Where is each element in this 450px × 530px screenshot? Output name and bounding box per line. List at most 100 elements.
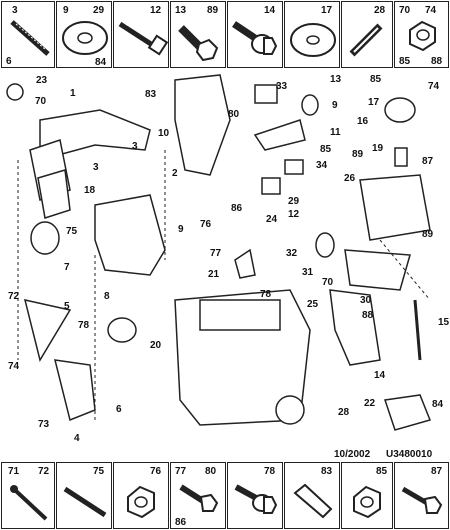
stud-icon bbox=[63, 486, 107, 518]
part-cell-83[interactable]: 83 bbox=[284, 462, 340, 529]
callout[interactable]: 11 bbox=[330, 127, 341, 138]
part-number: 13 bbox=[175, 5, 187, 16]
part-cell-76[interactable]: 76 bbox=[113, 462, 169, 529]
part-number: 14 bbox=[264, 5, 276, 16]
callout[interactable]: 2 bbox=[172, 168, 178, 179]
bolt-icon bbox=[118, 21, 169, 56]
part-number: 80 bbox=[205, 466, 217, 477]
callout[interactable]: 20 bbox=[150, 340, 162, 351]
part-number: 83 bbox=[321, 466, 333, 477]
callout[interactable]: 74 bbox=[8, 361, 20, 372]
part-cell-3-6[interactable]: 3 6 bbox=[1, 1, 55, 68]
callout[interactable]: 77 bbox=[210, 248, 222, 259]
part-number: 75 bbox=[93, 466, 105, 477]
callout[interactable]: 33 bbox=[276, 81, 288, 92]
part-cell-71-72[interactable]: 71 72 bbox=[1, 462, 55, 529]
part-number: 9 bbox=[63, 5, 69, 16]
callout[interactable]: 13 bbox=[330, 74, 342, 85]
callout[interactable]: 80 bbox=[228, 109, 240, 120]
callout[interactable]: 3 bbox=[132, 141, 138, 152]
callout[interactable]: 18 bbox=[84, 185, 96, 196]
callout[interactable]: 10 bbox=[158, 128, 170, 139]
part-number: 87 bbox=[431, 466, 443, 477]
callout[interactable]: 29 bbox=[288, 196, 300, 207]
callout[interactable]: 89 bbox=[352, 149, 364, 160]
callout[interactable]: 7 bbox=[64, 262, 70, 273]
part-cell-78[interactable]: 78 bbox=[227, 462, 283, 529]
callout[interactable]: 70 bbox=[35, 96, 47, 107]
callout[interactable]: 4 bbox=[74, 433, 80, 444]
part-cell-87[interactable]: 87 bbox=[394, 462, 449, 529]
callout[interactable]: 26 bbox=[344, 173, 356, 184]
part-cell-85[interactable]: 85 bbox=[341, 462, 393, 529]
nut-icon bbox=[409, 20, 436, 52]
callout[interactable]: 14 bbox=[374, 370, 386, 381]
part-cell-75[interactable]: 75 bbox=[56, 462, 112, 529]
part-number: 78 bbox=[264, 466, 276, 477]
callout[interactable]: 22 bbox=[364, 398, 376, 409]
callout[interactable]: 34 bbox=[316, 160, 328, 171]
part-number: 85 bbox=[399, 56, 411, 67]
callout[interactable]: 88 bbox=[362, 310, 374, 321]
part-cell-28[interactable]: 28 bbox=[341, 1, 393, 68]
part-number: 77 bbox=[175, 466, 187, 477]
part-cell-13-89[interactable]: 13 89 bbox=[170, 1, 226, 68]
callout[interactable]: 84 bbox=[432, 399, 444, 410]
callout[interactable]: 28 bbox=[338, 407, 350, 418]
callout[interactable]: 70 bbox=[322, 277, 334, 288]
callout[interactable]: 17 bbox=[368, 97, 380, 108]
screw-icon bbox=[10, 485, 48, 521]
callout[interactable]: 8 bbox=[104, 291, 110, 302]
callout[interactable]: 9 bbox=[332, 100, 338, 111]
part-number: 89 bbox=[207, 5, 219, 16]
callout[interactable]: 23 bbox=[36, 75, 48, 86]
callout[interactable]: 76 bbox=[200, 219, 212, 230]
callout[interactable]: 1 bbox=[70, 88, 76, 99]
part-cell-14[interactable]: 14 bbox=[227, 1, 283, 68]
part-number: 84 bbox=[95, 57, 107, 68]
callout[interactable]: 32 bbox=[286, 248, 298, 259]
callout[interactable]: 5 bbox=[64, 301, 70, 312]
callout[interactable]: 3 bbox=[93, 162, 99, 173]
callout[interactable]: 15 bbox=[438, 317, 450, 328]
callout[interactable]: 78 bbox=[260, 289, 272, 300]
callout[interactable]: 73 bbox=[38, 419, 50, 430]
part-number: 85 bbox=[376, 466, 388, 477]
part-number: 72 bbox=[38, 466, 50, 477]
callout[interactable]: 19 bbox=[372, 143, 384, 154]
callout[interactable]: 83 bbox=[145, 89, 157, 100]
part-cell-17[interactable]: 17 bbox=[284, 1, 340, 68]
part-cell-70-74-85-88[interactable]: 70 74 85 88 bbox=[394, 1, 449, 68]
bolt-icon bbox=[401, 486, 443, 514]
callout[interactable]: 87 bbox=[422, 156, 434, 167]
hex-bolt-icon bbox=[178, 25, 219, 62]
callout[interactable]: 25 bbox=[307, 299, 319, 310]
callout[interactable]: 78 bbox=[78, 320, 90, 331]
callout[interactable]: 9 bbox=[178, 224, 184, 235]
part-number: 76 bbox=[150, 466, 162, 477]
stud-icon bbox=[10, 20, 50, 56]
callout[interactable]: 16 bbox=[357, 116, 369, 127]
callout[interactable]: 75 bbox=[66, 226, 78, 237]
callout[interactable]: 72 bbox=[8, 291, 20, 302]
callout[interactable]: 21 bbox=[208, 269, 220, 280]
callout[interactable]: 30 bbox=[360, 295, 372, 306]
callout[interactable]: 85 bbox=[370, 74, 382, 85]
callout[interactable]: 31 bbox=[302, 267, 314, 278]
part-number: 12 bbox=[150, 5, 162, 16]
spacer-icon bbox=[293, 483, 333, 519]
part-cell-12[interactable]: 12 bbox=[113, 1, 169, 68]
part-number: 28 bbox=[374, 5, 386, 16]
callout[interactable]: 24 bbox=[266, 214, 278, 225]
callout[interactable]: 12 bbox=[288, 209, 300, 220]
callout[interactable]: 74 bbox=[428, 81, 440, 92]
callout[interactable]: 85 bbox=[320, 144, 332, 155]
part-number: 70 bbox=[399, 5, 411, 16]
callout[interactable]: 89 bbox=[422, 229, 434, 240]
part-cell-77-80-86[interactable]: 77 80 86 bbox=[170, 462, 226, 529]
callout[interactable]: 6 bbox=[116, 404, 122, 415]
part-number: 6 bbox=[6, 56, 12, 67]
callout[interactable]: 86 bbox=[231, 203, 243, 214]
part-cell-9-29-84[interactable]: 9 29 84 bbox=[56, 1, 112, 68]
